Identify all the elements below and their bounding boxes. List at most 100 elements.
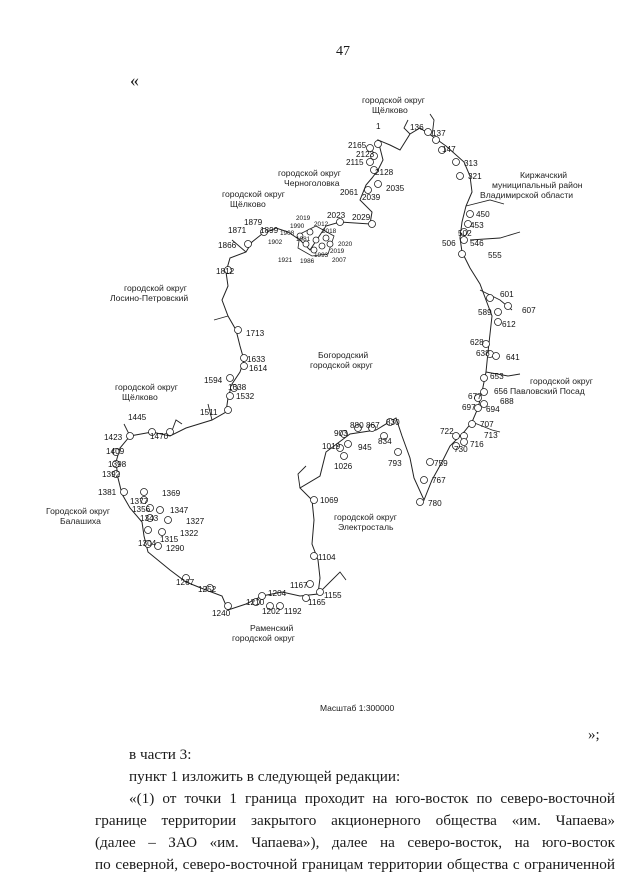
point-label: 722 xyxy=(440,427,454,436)
point-label: 638 xyxy=(476,349,490,358)
body-line: по северной, северо-восточной границам т… xyxy=(95,856,615,873)
point-label: 707 xyxy=(480,420,494,429)
point-label: 1192 xyxy=(284,607,302,616)
point-label: 1445 xyxy=(128,413,147,422)
point-label: 1511 xyxy=(200,408,218,417)
point-label: 1369 xyxy=(162,489,181,498)
point-label: 2029 xyxy=(352,213,371,222)
point-label: 1638 xyxy=(228,383,247,392)
point-label: 137 xyxy=(432,129,446,138)
point-label: 903 xyxy=(334,429,348,438)
point-label: 830 xyxy=(386,418,400,427)
point-label: 2019 xyxy=(296,215,311,222)
point-label: 1165 xyxy=(308,598,326,607)
point-label: 1377 xyxy=(130,497,149,506)
point-label: 1210 xyxy=(246,598,265,607)
point-label: 1871 xyxy=(228,226,247,235)
point-label: 1986 xyxy=(300,258,315,265)
point-label: 730 xyxy=(454,445,468,454)
point-label: 502 xyxy=(458,229,472,238)
boundary-line xyxy=(115,127,493,611)
point-label: 1167 xyxy=(290,581,308,590)
point-label: 2020 xyxy=(338,241,353,248)
point-label: 1069 xyxy=(320,496,339,505)
point-label: 2115 xyxy=(346,158,364,167)
map-scale: Масштаб 1:300000 xyxy=(320,703,395,713)
point-label: 1423 xyxy=(104,433,123,442)
point-label: 1470 xyxy=(150,432,169,441)
point-label: 767 xyxy=(432,476,446,485)
point-label: 1304 xyxy=(138,539,157,548)
point-label: 880 xyxy=(350,421,364,430)
page-number: 47 xyxy=(336,44,350,59)
point-label: 1240 xyxy=(212,609,231,618)
point-label: 1290 xyxy=(166,544,185,553)
point-label: 2061 xyxy=(340,188,359,197)
point-label: 1908 xyxy=(280,230,295,237)
point-label: 694 xyxy=(486,405,500,414)
point-label: 555 xyxy=(488,251,502,260)
point-label: 1322 xyxy=(180,529,199,538)
point-label: 780 xyxy=(428,499,442,508)
point-label: 688 xyxy=(500,397,514,406)
point-label: 1921 xyxy=(278,257,293,264)
point-label: 1392 xyxy=(102,470,121,479)
point-label: 1594 xyxy=(204,376,223,385)
point-label: 136 xyxy=(410,123,424,132)
point-label: 641 xyxy=(506,353,520,362)
point-label: 1993 xyxy=(314,252,329,259)
point-label: 1981 xyxy=(296,236,311,243)
point-label: 601 xyxy=(500,290,514,299)
point-label: 1327 xyxy=(186,517,205,526)
point-label: 867 xyxy=(366,421,380,430)
point-label: 1202 xyxy=(262,607,281,616)
point-label: 2035 xyxy=(386,184,405,193)
point-label: 1019 xyxy=(322,442,341,451)
point-label: 1713 xyxy=(246,329,265,338)
point-label: 2039 xyxy=(362,193,381,202)
point-label: 713 xyxy=(484,431,498,440)
point-label: 612 xyxy=(502,320,516,329)
point-label: 2165 xyxy=(348,141,367,150)
point-label: 2007 xyxy=(332,257,347,264)
point-label: 2023 xyxy=(327,211,346,220)
point-label: 1343 xyxy=(140,514,159,523)
point-label: 147 xyxy=(442,145,456,154)
point-label: 1812 xyxy=(216,267,235,276)
point-label: 2012 xyxy=(314,221,329,228)
point-label: 834 xyxy=(378,437,392,446)
point-label: 1267 xyxy=(176,578,195,587)
point-label: 1026 xyxy=(334,462,353,471)
point-label: 1155 xyxy=(324,591,342,600)
opening-quote: « xyxy=(130,70,139,90)
point-label: 1633 xyxy=(247,355,266,364)
point-label: 1252 xyxy=(198,585,217,594)
point-label: 321 xyxy=(468,172,482,181)
point-label: 1315 xyxy=(160,535,179,544)
point-label: 1990 xyxy=(290,223,305,230)
point-label: 1899 xyxy=(260,226,279,235)
point-label: 1866 xyxy=(218,241,237,250)
point-label: 1381 xyxy=(98,488,117,497)
point-label: 677 xyxy=(468,392,482,401)
point-label: 607 xyxy=(522,306,536,315)
point-label: 589 xyxy=(478,308,492,317)
point-label: 1879 xyxy=(244,218,263,227)
point-label: 450 xyxy=(476,210,490,219)
point-label: 1409 xyxy=(106,447,125,456)
point-label: 2018 xyxy=(322,228,337,235)
point-label: 1532 xyxy=(236,392,255,401)
point-label: 453 xyxy=(470,221,484,230)
point-label: 653 xyxy=(490,372,504,381)
point-label: 1204 xyxy=(268,589,287,598)
closing-quote: »; xyxy=(588,727,600,743)
